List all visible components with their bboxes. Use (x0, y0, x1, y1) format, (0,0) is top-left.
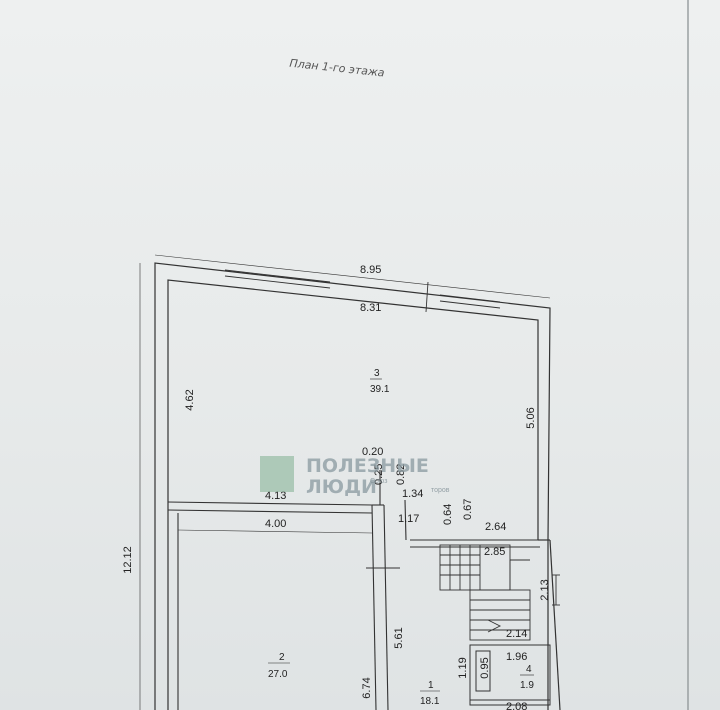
dim-stair-top: 2.64 (485, 521, 506, 533)
dim-left-overall: 12.12 (122, 546, 134, 574)
dim-corridor-a: 1.34 (402, 488, 423, 500)
dim-right-upper: 5.06 (525, 407, 537, 428)
svg-text:1.9: 1.9 (520, 680, 534, 691)
watermark-sub1: Союз (370, 478, 387, 485)
watermark: ПОЛЕЗНЫЕ ЛЮДИ Союз торов (260, 455, 450, 498)
dim-stair-right: 2.13 (539, 579, 551, 600)
dim-partition-thin: 0.20 (362, 446, 383, 458)
svg-text:3: 3 (374, 368, 380, 379)
top-windows (224, 269, 501, 313)
dim-room4-width: 1.96 (506, 651, 527, 663)
dim-room4-inner: 0.95 (479, 657, 491, 678)
dim-room2-height-a: 5.61 (393, 627, 405, 648)
dim-wall-c: 0.64 (442, 504, 454, 525)
svg-text:1: 1 (428, 680, 434, 691)
dim-inner-top: 8.31 (360, 302, 381, 314)
room-label-1: 1 18.1 (420, 680, 440, 707)
svg-text:2: 2 (279, 652, 285, 663)
outer-walls (154, 262, 561, 710)
dim-left-upper: 4.62 (184, 389, 196, 410)
watermark-line2: ЛЮДИ (306, 476, 377, 498)
room-label-4: 4 1.9 (520, 664, 534, 691)
staircase (439, 544, 531, 641)
room-4-walls (469, 644, 551, 706)
svg-text:18.1: 18.1 (420, 696, 440, 707)
right-window (552, 574, 560, 606)
dim-wall-b: 0.82 (395, 464, 407, 485)
dim-bottom-partial: 2.08 (506, 701, 527, 710)
watermark-line1: ПОЛЕЗНЫЕ (306, 455, 429, 477)
dim-wall-d: 0.67 (462, 499, 474, 520)
dim-outer-top: 8.95 (360, 264, 381, 276)
watermark-sub2: торов (431, 487, 450, 494)
dim-room2-height-b: 6.74 (361, 677, 373, 698)
svg-text:4: 4 (526, 664, 532, 675)
svg-text:27.0: 27.0 (268, 669, 288, 680)
dim-room2-top-outer: 4.13 (265, 490, 286, 502)
plan-title: План 1-го этажа (289, 57, 386, 80)
dim-corridor-b: 1.17 (398, 513, 419, 525)
dim-stair-bottom: 2.14 (506, 628, 527, 640)
dim-room2-top-inner: 4.00 (265, 518, 286, 530)
dim-room4-left: 1.19 (457, 657, 469, 678)
room-label-3: 3 39.1 (370, 368, 390, 395)
dimension-lines (139, 254, 551, 710)
watermark-logo-icon (260, 456, 294, 492)
room-label-2: 2 27.0 (268, 652, 290, 680)
interior-partitions (167, 470, 540, 710)
dim-stair-inner: 2.85 (484, 546, 505, 558)
svg-text:39.1: 39.1 (370, 384, 390, 395)
dim-wall-a: 0.25 (373, 464, 385, 485)
